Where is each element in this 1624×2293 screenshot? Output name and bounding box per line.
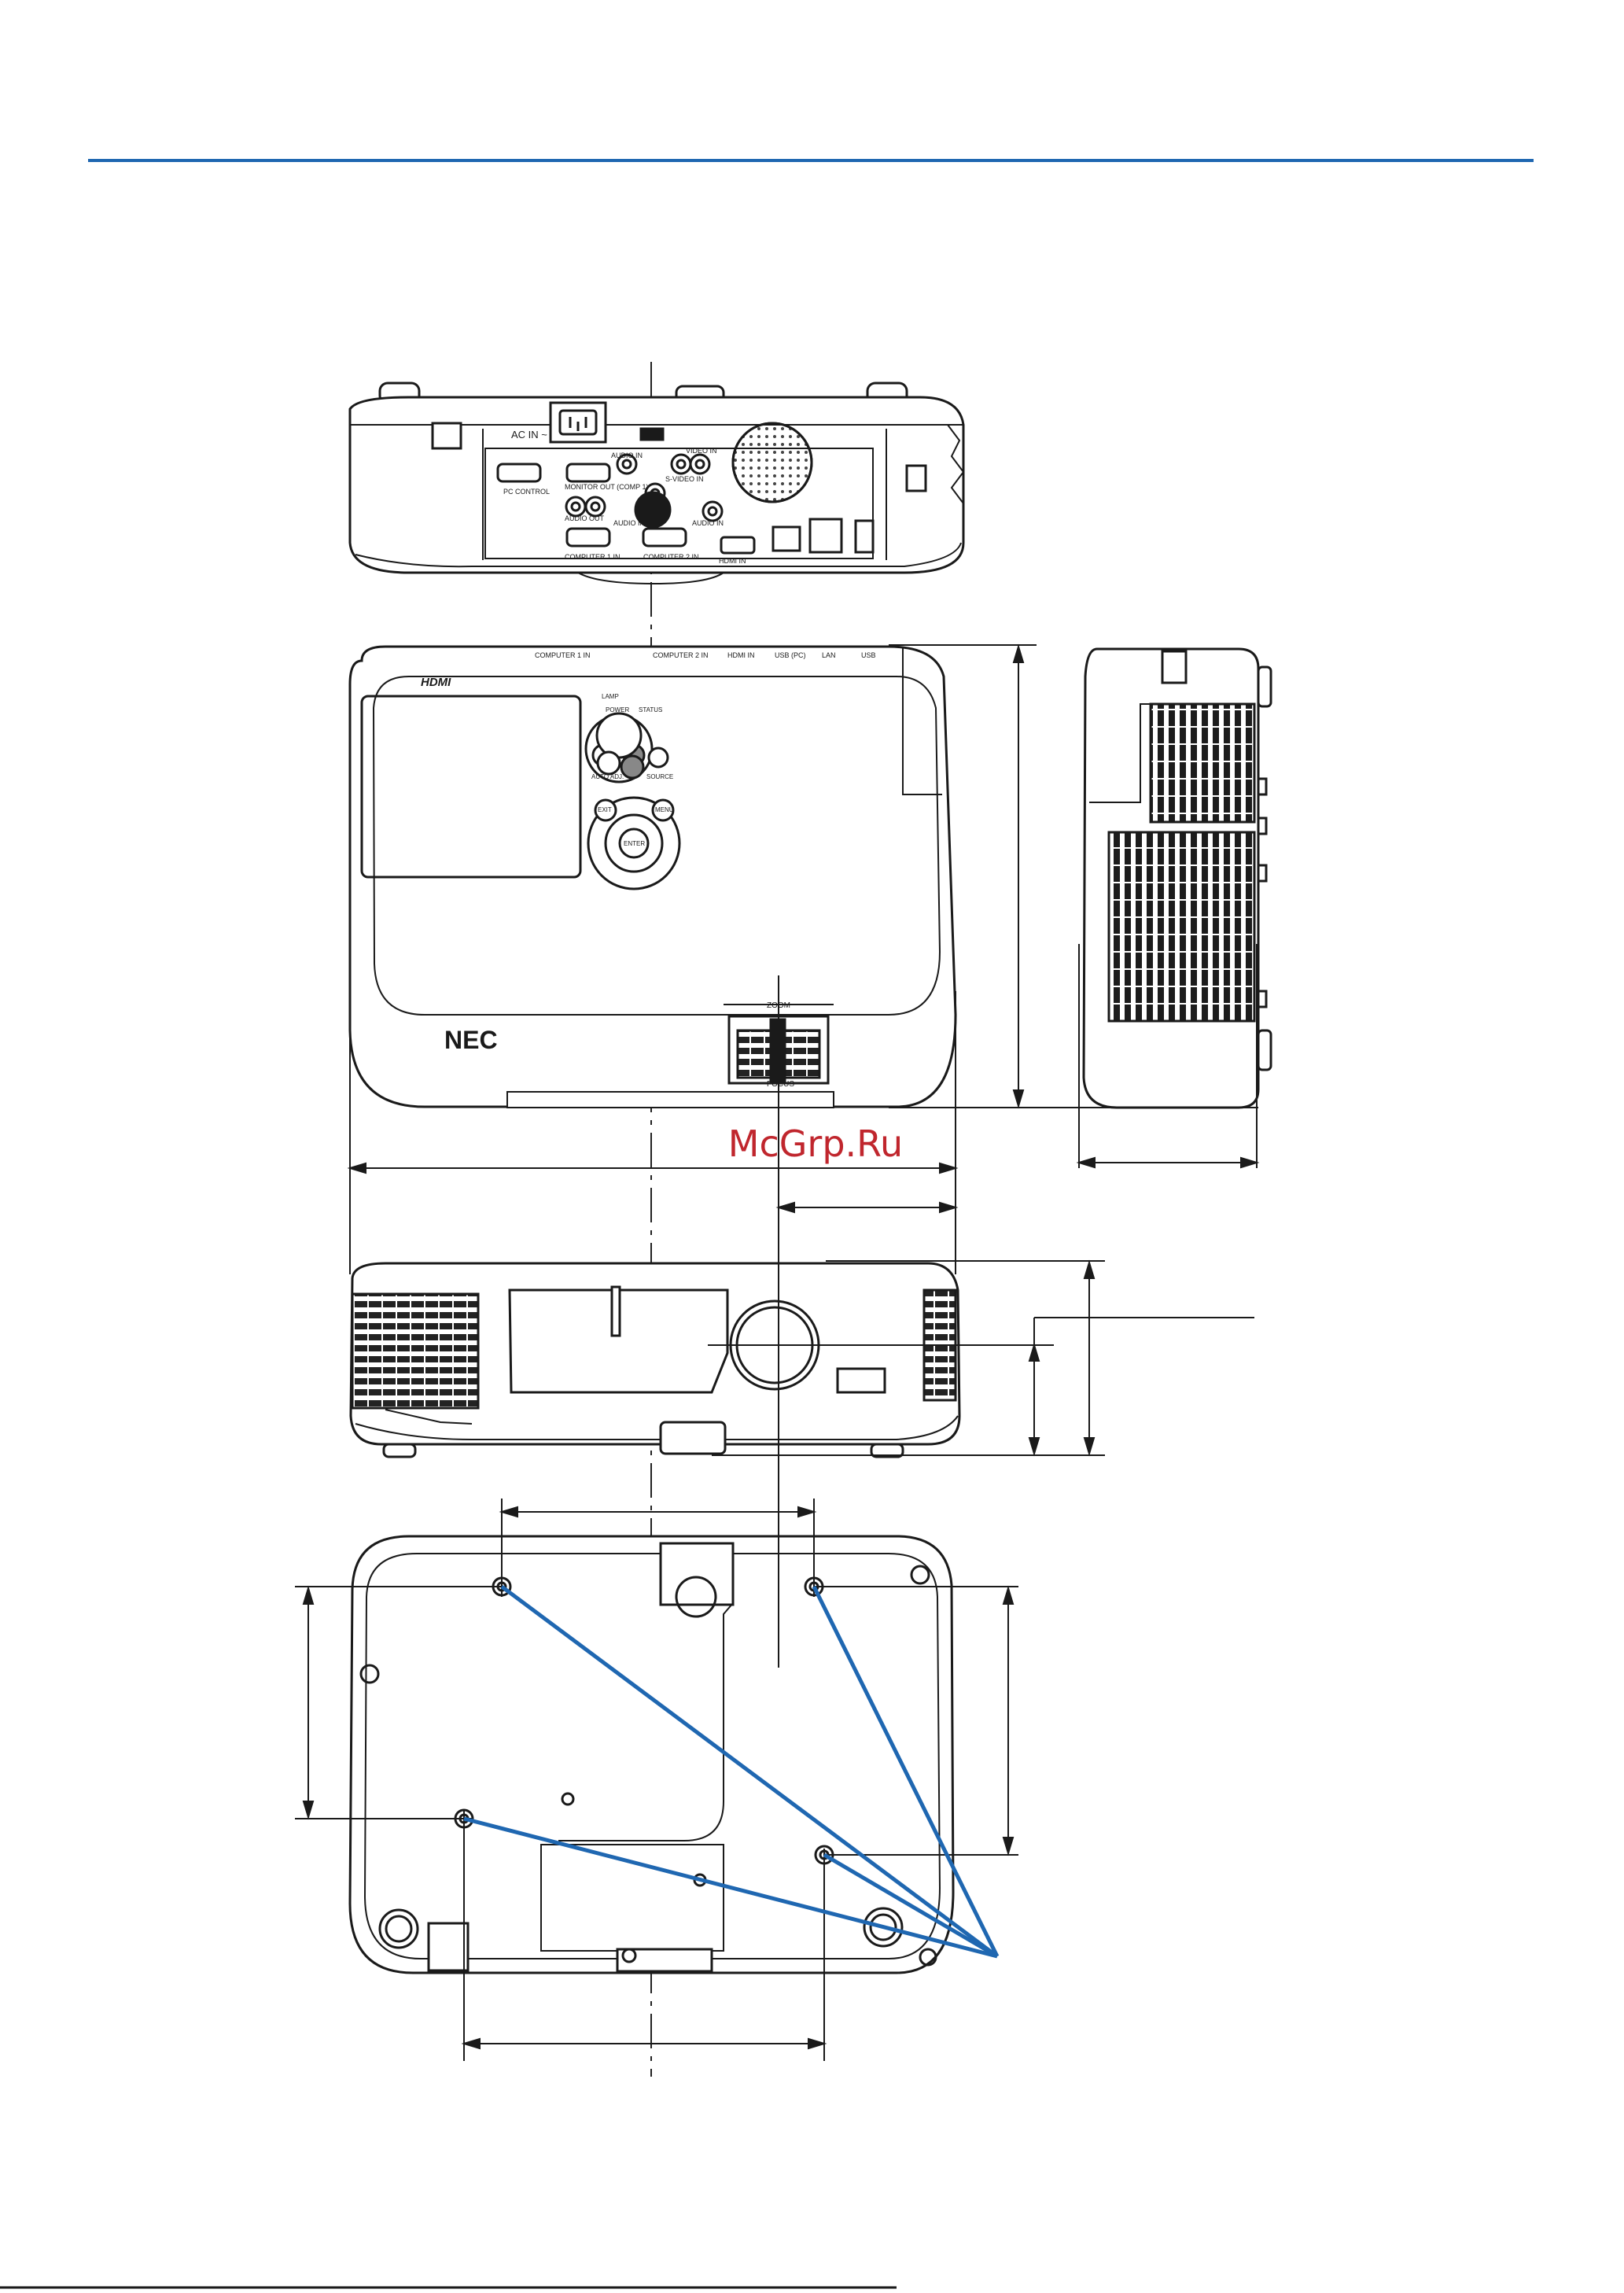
top-port-usb: USB (861, 651, 876, 659)
pc-control-label: PC CONTROL (503, 488, 550, 496)
watermark-text: McGrp.Ru (728, 1123, 903, 1165)
top-port-hdmi-in: HDMI IN (727, 651, 755, 659)
audio-out-label: AUDIO OUT (565, 514, 605, 522)
svideo-label: S-VIDEO IN (665, 475, 704, 483)
hdmi-label: HDMI IN (719, 557, 746, 565)
audio-in-3-label: AUDIO IN (692, 519, 724, 527)
video-label: VIDEO IN (686, 447, 717, 455)
top-view (350, 647, 956, 1108)
audio-in-2-label: AUDIO IN (613, 519, 645, 527)
button-status: STATUS (639, 706, 662, 713)
ac-in-label: AC IN ~ (511, 429, 547, 441)
top-port-usb-pc: USB (PC) (775, 651, 806, 659)
nec-logo: NEC (444, 1026, 498, 1054)
top-port-computer-1: COMPUTER 1 IN (535, 651, 591, 659)
top-port-lan: LAN (822, 651, 836, 659)
hdmi-logo: HDMI (421, 676, 451, 689)
button-auto-adj: AUTO ADJ. (591, 773, 624, 780)
button-menu: MENU (655, 806, 674, 813)
monitor-out-label: MONITOR OUT (COMP 1) (565, 483, 649, 491)
button-enter: ENTER (624, 840, 645, 847)
computer-2-label: COMPUTER 2 IN (643, 553, 699, 561)
button-exit: EXIT (598, 806, 612, 813)
button-power: POWER (606, 706, 629, 713)
side-view (1084, 649, 1271, 1108)
bottom-view (350, 1536, 953, 1973)
focus-label: FOCUS (767, 1080, 794, 1089)
button-lamp: LAMP (602, 693, 619, 700)
computer-1-label: COMPUTER 1 IN (565, 553, 621, 561)
button-source: SOURCE (646, 773, 673, 780)
front-view (351, 1263, 959, 1457)
audio-in-1-label: AUDIO IN (611, 452, 643, 459)
top-port-computer-2: COMPUTER 2 IN (653, 651, 709, 659)
